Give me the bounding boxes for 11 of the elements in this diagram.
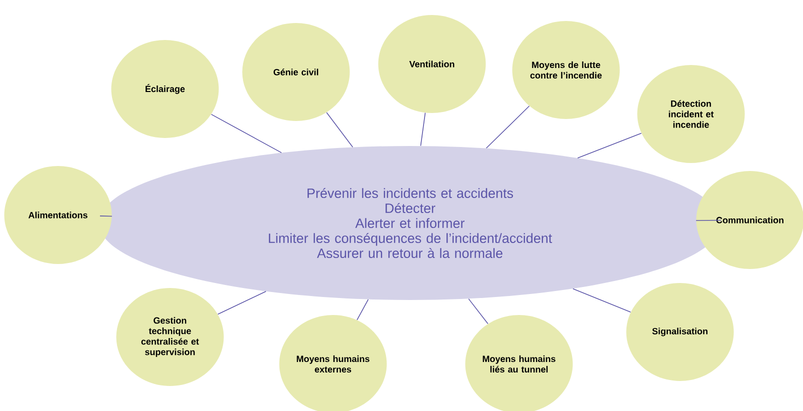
connector-line [577,132,642,158]
connector-line [420,112,426,146]
connector-line [572,288,632,312]
connector-line [217,291,266,315]
connector-line [210,114,282,154]
connector-line [326,112,354,148]
connector-line [100,216,112,217]
connector-line [486,106,530,149]
connector-line [696,220,722,221]
connector-line [468,298,488,324]
connector-line [356,299,369,320]
